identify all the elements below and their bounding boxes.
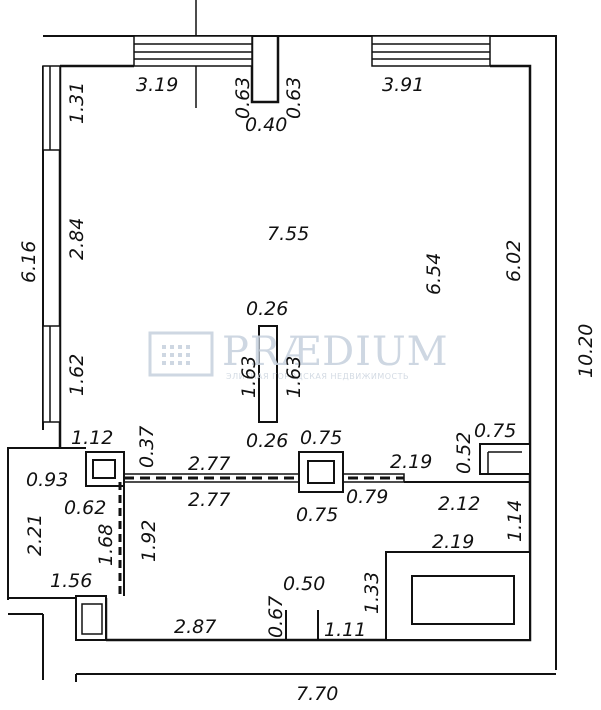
watermark-brand: PRÆDIUM xyxy=(222,329,449,375)
dim-room-depth: 6.54 xyxy=(423,253,445,295)
small-shaft-left xyxy=(85,451,125,487)
dim-bath-right-depth: 1.14 xyxy=(504,500,526,542)
dim-top-right-width: 3.91 xyxy=(382,74,424,96)
dim-column-width-top: 0.26 xyxy=(246,298,288,320)
watermark: PRÆDIUM ЭЛИТНАЯ ГОРОДСКАЯ НЕДВИЖИМОСТЬ xyxy=(148,329,449,381)
dim-bottom-left-width: 2.87 xyxy=(174,616,216,638)
dim-bath-height: 1.33 xyxy=(361,572,383,614)
dim-partition-right: 2.19 xyxy=(390,451,432,473)
dim-bath-right-width: 2.12 xyxy=(438,493,480,515)
wc-zone xyxy=(7,447,125,641)
watermark-logo-dots xyxy=(162,345,190,365)
bottom-door-opening xyxy=(285,610,319,640)
dim-top-left-width: 3.19 xyxy=(136,74,178,96)
dim-top-left-jamb: 0.63 xyxy=(232,77,254,119)
window-left-upper xyxy=(42,65,61,151)
dim-right-depth: 6.02 xyxy=(503,240,525,282)
dim-left-top-seg: 1.31 xyxy=(66,82,88,124)
dim-column-width-bottom: 0.26 xyxy=(246,430,288,452)
dim-room-width: 7.55 xyxy=(267,223,309,245)
dim-shaft-bottom-width: 0.75 xyxy=(296,504,338,526)
watermark-tagline: ЭЛИТНАЯ ГОРОДСКАЯ НЕДВИЖИМОСТЬ xyxy=(226,372,409,381)
dim-partition-left-bottom: 2.77 xyxy=(188,489,230,511)
ventilation-shaft xyxy=(298,451,344,493)
dim-left-total: 6.16 xyxy=(18,241,40,283)
window-top-left xyxy=(133,35,253,67)
central-column xyxy=(258,325,278,423)
dim-overall-width: 7.70 xyxy=(296,683,338,705)
dim-left-low-seg: 1.62 xyxy=(66,354,88,396)
dim-partition-left-top: 2.77 xyxy=(188,453,230,475)
dim-column-right-side: 1.63 xyxy=(283,356,305,398)
dim-bottom-jamb: 0.67 xyxy=(265,596,287,638)
dim-bottom-door: 0.50 xyxy=(283,573,325,595)
dim-wc-width: 0.93 xyxy=(26,469,68,491)
dim-right-box-height: 0.52 xyxy=(453,432,475,474)
dim-right-box-width: 0.75 xyxy=(474,420,516,442)
dim-small-shaft-width: 1.12 xyxy=(71,427,113,449)
right-wall-box xyxy=(479,443,531,475)
dim-wc-bottom: 1.56 xyxy=(50,570,92,592)
watermark-logo-box xyxy=(148,331,214,377)
dim-wc-depth: 2.21 xyxy=(24,514,46,556)
dim-shaft-top-width: 0.75 xyxy=(300,427,342,449)
window-left-lower xyxy=(42,325,61,423)
dimension-labels: 3.19 0.63 0.63 0.40 3.91 1.31 2.84 1.62 … xyxy=(18,74,597,705)
bathtub xyxy=(385,551,531,641)
left-corridor-walls xyxy=(8,613,44,660)
dim-overall-depth: 10.20 xyxy=(575,324,597,378)
dim-top-niche: 0.40 xyxy=(245,114,287,136)
dim-shaft-right-side: 0.79 xyxy=(346,486,388,508)
dim-corridor-a: 1.68 xyxy=(95,524,117,566)
dim-wc-inner: 0.62 xyxy=(64,497,106,519)
dim-top-right-jamb: 0.63 xyxy=(283,77,305,119)
window-top-right xyxy=(371,35,491,67)
dim-column-left-side: 1.63 xyxy=(238,356,260,398)
dim-corridor-b: 1.92 xyxy=(138,520,160,562)
dim-small-shaft-side: 0.37 xyxy=(136,426,158,468)
dim-bottom-right-width: 1.11 xyxy=(324,619,366,641)
dim-bath-width: 2.19 xyxy=(432,531,474,553)
dim-left-mid-seg: 2.84 xyxy=(66,218,88,260)
